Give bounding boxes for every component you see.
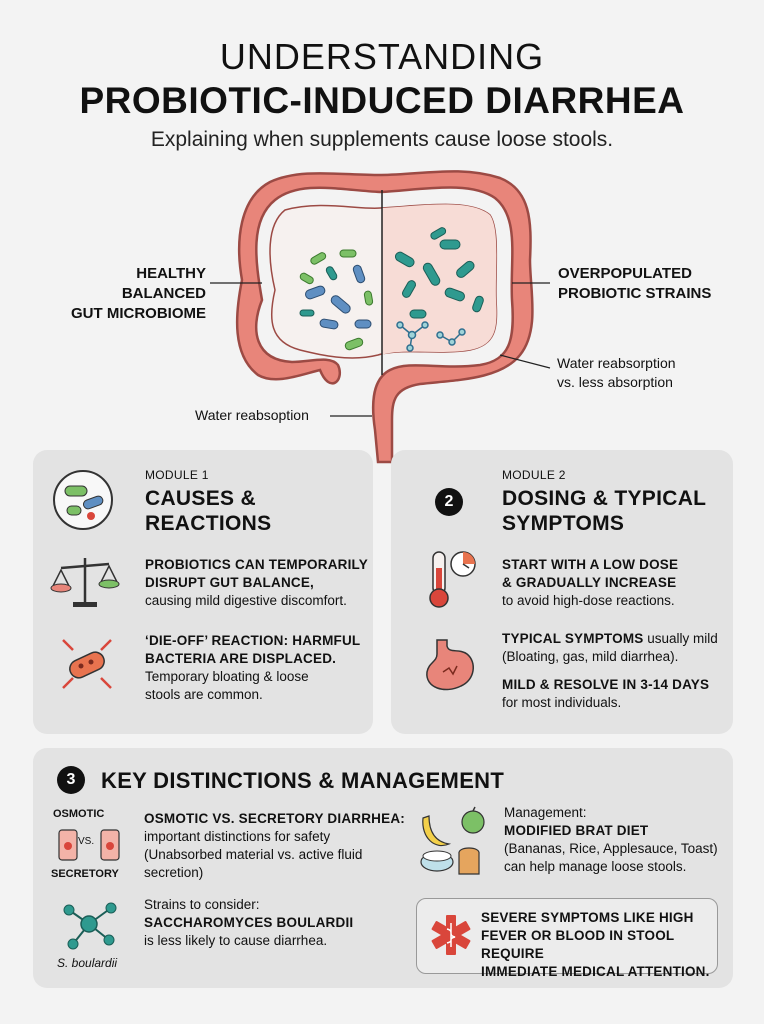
module-1-title: CAUSES &REACTIONS	[145, 487, 272, 535]
module-1-item-1: PROBIOTICS CAN TEMPORARILY DISRUPT GUT B…	[145, 557, 368, 608]
module-3-card: 3 KEY DISTINCTIONS & MANAGEMENT OSMOTIC …	[33, 748, 733, 988]
bottom-water-note: Water reabsoption	[195, 407, 309, 423]
module-2-item-2: TYPICAL SYMPTOMS usually mild (Bloating,…	[502, 631, 718, 664]
medical-star-icon	[431, 915, 471, 955]
cells-comparison-icon	[58, 829, 120, 861]
brat-foods-icon	[420, 806, 485, 875]
module-1-label: MODULE 1	[145, 468, 209, 482]
module-1-card: MODULE 1 CAUSES &REACTIONS PROBIOTICS CA…	[33, 450, 373, 734]
module-1-item-2: ‘DIE-OFF’ REACTION: HARMFUL BACTERIA ARE…	[145, 633, 361, 702]
secretory-icon-label: SECRETORY	[51, 868, 119, 880]
stomach-icon	[426, 639, 474, 691]
osmotic-vs-secretory-block: OSMOTIC VS. SECRETORY DIARRHEA: importan…	[144, 811, 405, 880]
module-2-label: MODULE 2	[502, 468, 566, 482]
thermometer-clock-icon	[429, 551, 476, 608]
vs-icon-label: VS.	[78, 836, 95, 847]
module-2-item-3: MILD & RESOLVE IN 3-14 DAYS for most ind…	[502, 677, 710, 710]
management-block: Management: MODIFIED BRAT DIET (Bananas,…	[504, 805, 718, 874]
harmful-bacteria-icon	[62, 639, 112, 689]
medical-warning-box: SEVERE SYMPTOMS LIKE HIGH FEVER OR BLOOD…	[416, 898, 718, 979]
molecule-icon	[63, 902, 117, 950]
intestine-diagram	[0, 170, 764, 470]
subtitle: Explaining when supplements cause loose …	[150, 128, 614, 151]
module-2-item-1: START WITH A LOW DOSE & GRADUALLY INCREA…	[502, 557, 679, 608]
module-3-title: KEY DISTINCTIONS & MANAGEMENT	[101, 768, 505, 793]
module-3-number: 3	[57, 766, 85, 794]
module-2-number: 2	[435, 488, 463, 516]
title-line-1: UNDERSTANDING	[219, 36, 545, 77]
bacteria-petri-icon	[53, 470, 113, 530]
strain-block: Strains to consider: SACCHAROMYCES BOULA…	[144, 897, 354, 948]
osmotic-icon-label: OSMOTIC	[53, 808, 105, 820]
warning-text: SEVERE SYMPTOMS LIKE HIGH FEVER OR BLOOD…	[481, 910, 710, 979]
strain-caption: S. boulardii	[57, 956, 118, 970]
title-line-2: PROBIOTIC-INDUCED DIARRHEA	[79, 80, 685, 121]
balance-scale-icon	[50, 558, 120, 607]
intestine-illustration	[210, 170, 551, 464]
